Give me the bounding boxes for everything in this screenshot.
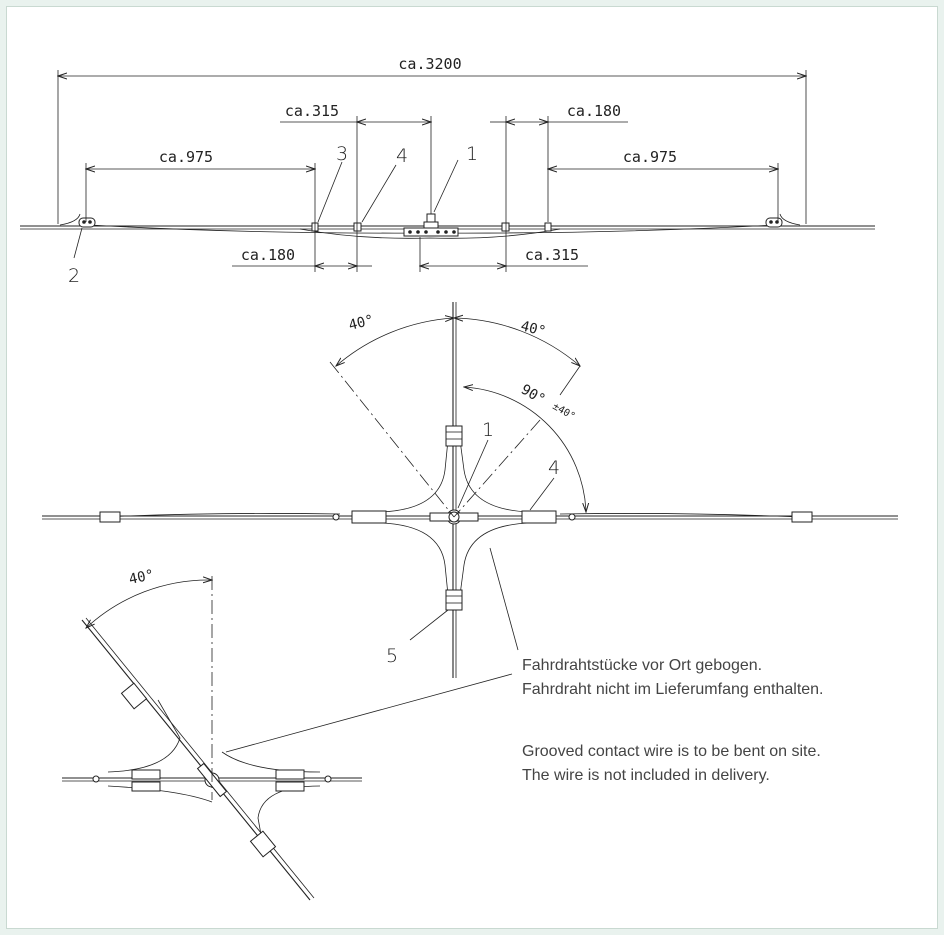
dim-top-right-offset: ca.180 [567, 102, 621, 120]
note-german: Fahrdrahtstücke vor Ort gebogen. Fahrdra… [522, 654, 824, 702]
part-number-3: 3 [336, 143, 348, 165]
part-number-4-plan: 4 [548, 457, 560, 479]
dim-top-left-offset: ca.315 [285, 102, 339, 120]
dim-left-span: ca.975 [159, 148, 213, 166]
part-number-1-plan: 1 [482, 419, 494, 441]
part-number-5: 5 [386, 645, 398, 667]
side-view: ca.3200 ca.975 ca.975 ca.315 ca.180 ca.1… [20, 55, 875, 287]
note-english: Grooved contact wire is to be bent on si… [522, 740, 821, 788]
angle-right: 40° [519, 318, 547, 340]
dim-right-span: ca.975 [623, 148, 677, 166]
angle-90: 90° [518, 382, 548, 409]
plan-view: 40° 40° 90° ±40° 1 4 5 [42, 302, 898, 678]
dim-bottom-right-offset: ca.315 [525, 246, 579, 264]
note-en-line2: The wire is not included in delivery. [522, 767, 770, 784]
note-de-line1: Fahrdrahtstücke vor Ort gebogen. [522, 657, 763, 674]
part-number-4-side: 4 [396, 145, 408, 167]
dim-overall: ca.3200 [398, 55, 461, 73]
note-de-line2: Fahrdraht nicht im Lieferumfang enthalte… [522, 681, 824, 698]
angle-left: 40° [347, 312, 375, 334]
angle-lower-view: 40° [128, 567, 156, 588]
angle-tolerance: ±40° [551, 401, 577, 423]
part-number-2: 2 [68, 265, 80, 287]
note-en-line1: Grooved contact wire is to be bent on si… [522, 743, 821, 760]
part-number-1-side: 1 [466, 143, 478, 165]
dim-bottom-left-offset: ca.180 [241, 246, 295, 264]
rotated-view: 40° [62, 567, 513, 901]
